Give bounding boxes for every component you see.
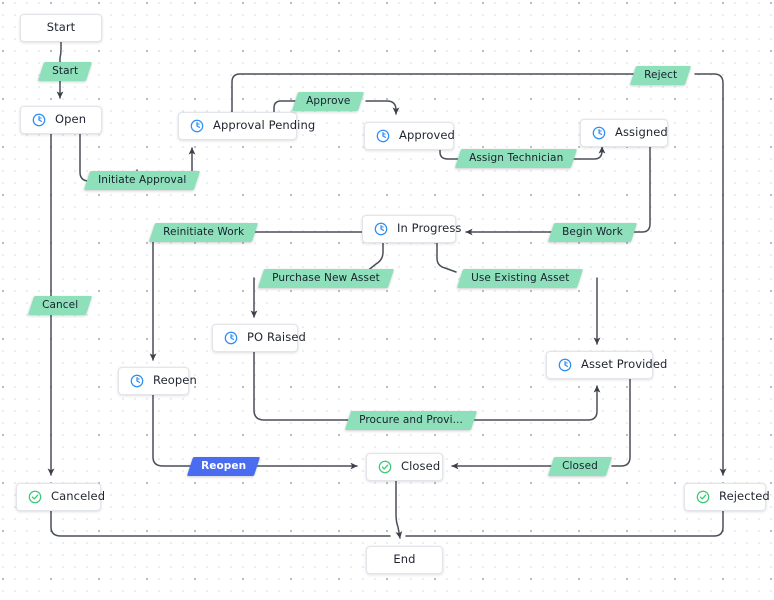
edge-label-initiate-approval[interactable]: Initiate Approval bbox=[83, 171, 201, 190]
clock-icon bbox=[374, 222, 388, 236]
edge-label-purchase-new-asset[interactable]: Purchase New Asset bbox=[257, 269, 394, 288]
check-circle-icon bbox=[378, 460, 392, 474]
edge-label-approve-text: Approve bbox=[306, 95, 351, 108]
edge-label-closed-text: Closed bbox=[562, 460, 598, 473]
node-closed[interactable]: Closed bbox=[366, 453, 443, 481]
edge-label-assign-technician[interactable]: Assign Technician bbox=[454, 149, 578, 168]
edge-label-begin-work[interactable]: Begin Work bbox=[547, 223, 637, 242]
edge-label-use-existing-asset[interactable]: Use Existing Asset bbox=[456, 269, 584, 288]
edge-closed-to-end bbox=[395, 480, 403, 539]
edge-label-reinitiate-work-text: Reinitiate Work bbox=[163, 226, 245, 239]
check-circle-icon bbox=[28, 490, 42, 504]
edge-label-use-existing-asset-text: Use Existing Asset bbox=[471, 272, 570, 285]
node-reopen[interactable]: Reopen bbox=[118, 367, 197, 395]
edge-label-closed[interactable]: Closed bbox=[547, 457, 612, 476]
edge-label-reject-text: Reject bbox=[644, 69, 678, 82]
node-po-raised[interactable]: PO Raised bbox=[212, 324, 306, 352]
edge-label-reject[interactable]: Reject bbox=[629, 66, 692, 85]
node-open-label: Open bbox=[55, 112, 87, 127]
edge-label-reopen[interactable]: Reopen bbox=[186, 457, 261, 476]
node-assigned[interactable]: Assigned bbox=[580, 119, 668, 147]
edge-label-procure-and-provide-text: Procure and Provi... bbox=[359, 414, 463, 427]
node-in-progress[interactable]: In Progress bbox=[362, 215, 461, 243]
edge-label-start-text: Start bbox=[52, 65, 79, 78]
edge-canceled-to-end bbox=[50, 510, 391, 537]
clock-icon bbox=[32, 113, 46, 127]
edge-label-start[interactable]: Start bbox=[37, 62, 93, 81]
node-end-label: End bbox=[393, 552, 416, 567]
edge-in-progress-to-use-existing bbox=[436, 242, 457, 273]
node-canceled-label: Canceled bbox=[51, 489, 106, 504]
edge-asset-provided-to-closed-label bbox=[611, 378, 631, 467]
node-open[interactable]: Open bbox=[20, 106, 102, 134]
clock-icon bbox=[592, 126, 606, 140]
edge-label-cancel-text: Cancel bbox=[42, 299, 79, 312]
edge-procure-to-asset-provided bbox=[468, 385, 601, 421]
edge-rejected-to-end bbox=[405, 510, 724, 537]
edge-label-initiate-approval-text: Initiate Approval bbox=[98, 174, 187, 187]
edge-label-assign-technician-text: Assign Technician bbox=[469, 152, 564, 165]
edge-label-purchase-new-asset-text: Purchase New Asset bbox=[272, 272, 380, 285]
clock-icon bbox=[224, 331, 238, 345]
edge-in-progress-to-purchase bbox=[365, 242, 384, 273]
node-rejected[interactable]: Rejected bbox=[684, 483, 770, 511]
node-approval-pending-label: Approval Pending bbox=[213, 118, 316, 133]
node-start-label: Start bbox=[46, 20, 76, 35]
node-asset-provided-label: Asset Provided bbox=[581, 357, 668, 372]
node-end[interactable]: End bbox=[366, 546, 443, 574]
edge-assigned-to-begin-work bbox=[627, 146, 651, 233]
node-asset-provided[interactable]: Asset Provided bbox=[546, 351, 667, 379]
edge-label-approve[interactable]: Approve bbox=[291, 92, 365, 111]
clock-icon bbox=[190, 119, 204, 133]
clock-icon bbox=[130, 374, 144, 388]
node-canceled[interactable]: Canceled bbox=[16, 483, 105, 511]
node-assigned-label: Assigned bbox=[615, 125, 668, 140]
edge-po-raised-to-procure bbox=[253, 351, 349, 421]
node-closed-label: Closed bbox=[401, 459, 441, 474]
clock-icon bbox=[558, 358, 572, 372]
node-in-progress-label: In Progress bbox=[397, 221, 462, 236]
node-po-raised-label: PO Raised bbox=[247, 330, 306, 345]
node-approved-label: Approved bbox=[399, 128, 455, 143]
edge-reopen-node-to-reopen-label bbox=[152, 394, 192, 467]
edge-label-reopen-text: Reopen bbox=[201, 460, 247, 473]
edge-label-reinitiate-work[interactable]: Reinitiate Work bbox=[148, 223, 259, 242]
edge-reject-to-rejected bbox=[694, 73, 727, 476]
edge-label-cancel[interactable]: Cancel bbox=[27, 296, 93, 315]
edge-approve-to-approved bbox=[365, 100, 400, 115]
check-circle-icon bbox=[696, 490, 710, 504]
node-approved[interactable]: Approved bbox=[364, 122, 455, 150]
node-reopen-label: Reopen bbox=[153, 373, 197, 388]
clock-icon bbox=[376, 129, 390, 143]
edge-label-procure-and-provide[interactable]: Procure and Provi... bbox=[344, 411, 477, 430]
edge-assign-to-assigned bbox=[572, 146, 606, 160]
edge-label-begin-work-text: Begin Work bbox=[562, 226, 623, 239]
node-start[interactable]: Start bbox=[20, 14, 102, 42]
node-approval-pending[interactable]: Approval Pending bbox=[178, 112, 315, 140]
node-rejected-label: Rejected bbox=[719, 489, 770, 504]
